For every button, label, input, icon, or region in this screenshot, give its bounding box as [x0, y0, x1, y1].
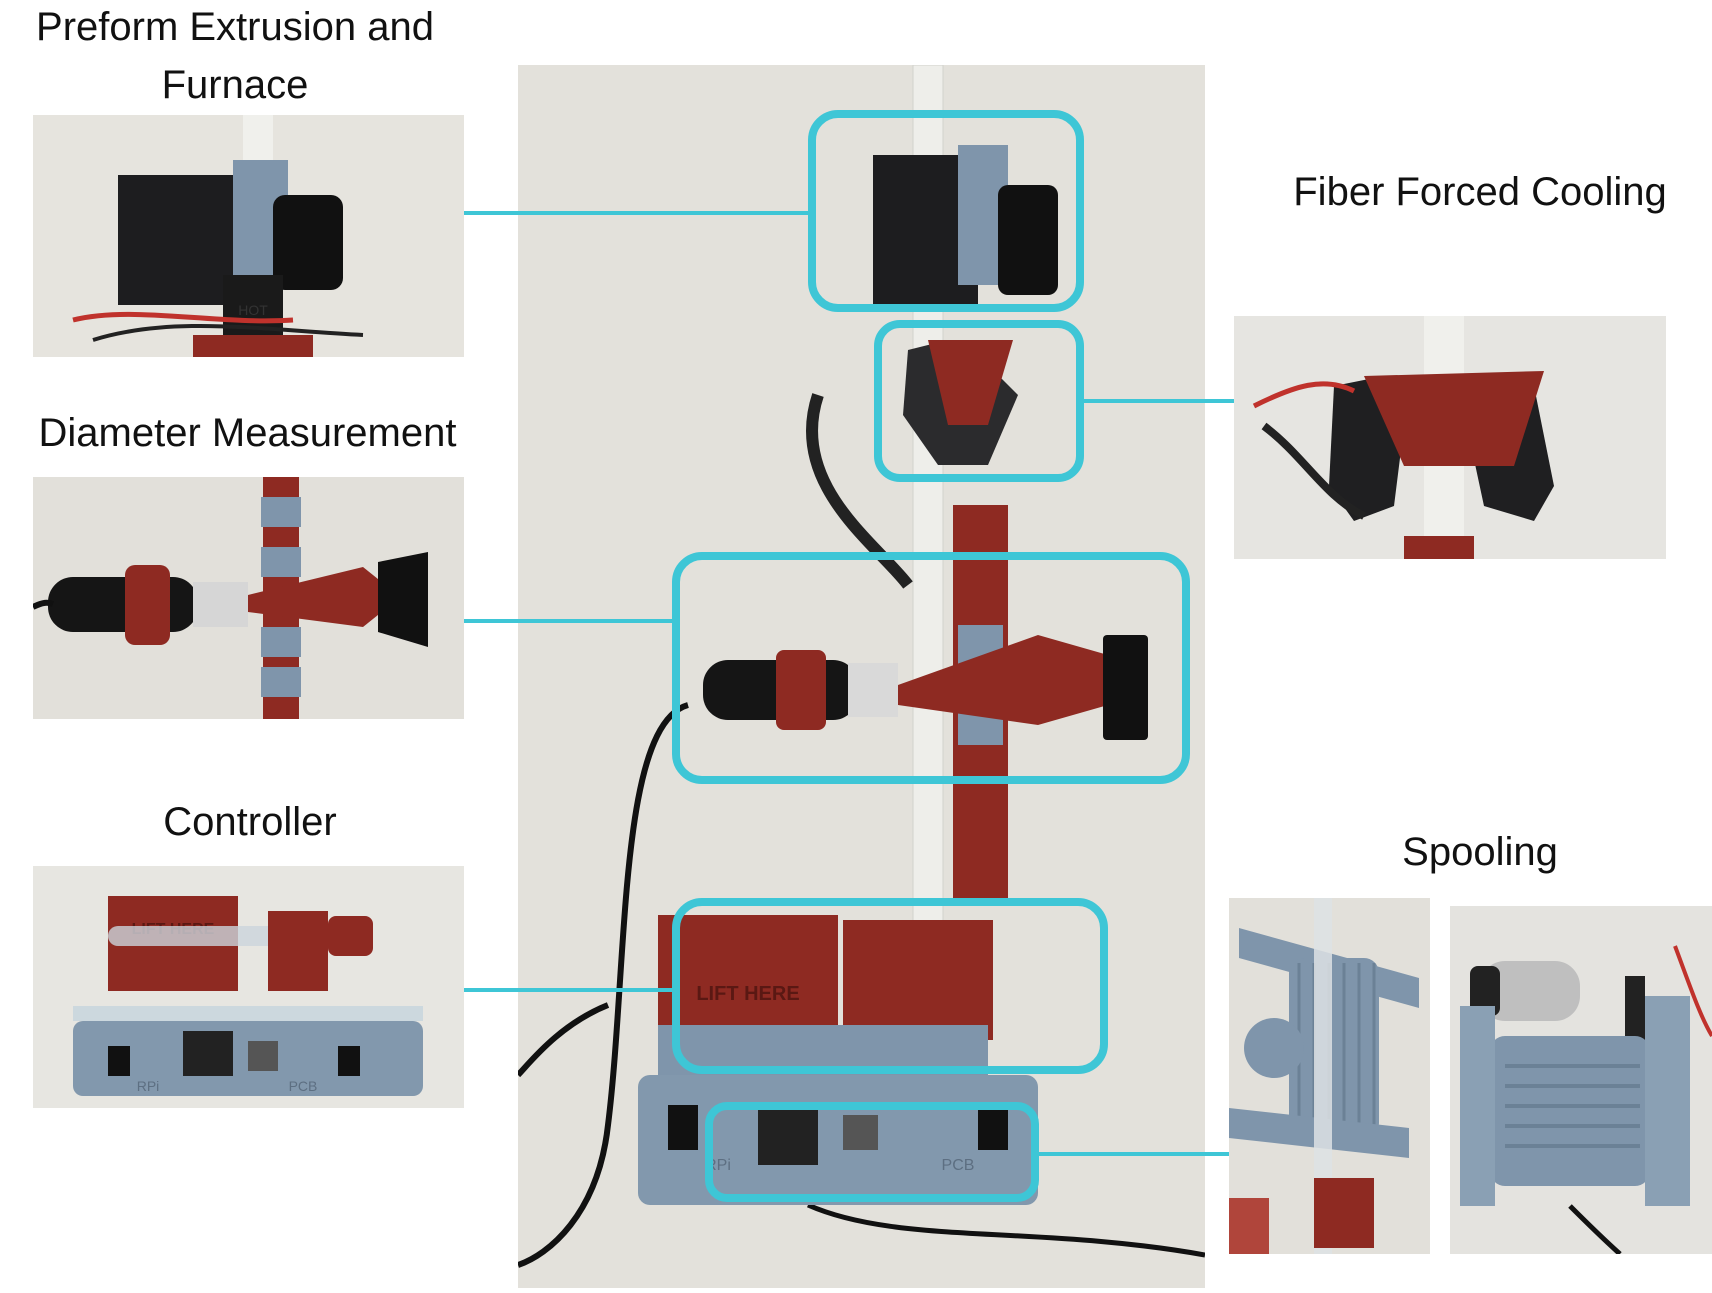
label-diameter-measurement: Diameter Measurement — [38, 411, 457, 455]
inset-photo-spooling-side — [1229, 898, 1430, 1254]
label-preform-extrusion-furnace: Preform Extrusion and Furnace — [36, 5, 434, 107]
callout-box-diameter — [672, 552, 1190, 784]
inset-photo-controller: LIFT HERE RPi PCB — [33, 866, 464, 1108]
callout-box-furnace — [808, 110, 1084, 312]
inset-photo-diameter — [33, 477, 464, 719]
label-spooling: Spooling — [1402, 830, 1558, 874]
leader-line-spooling — [1037, 1152, 1257, 1156]
diameter-illustration — [33, 477, 464, 719]
main-machine-photo: LIFT HERE RPi PCB — [518, 65, 1205, 1288]
svg-text:HOT: HOT — [238, 302, 268, 318]
cooling-illustration — [1234, 316, 1666, 559]
main-machine-illustration: LIFT HERE RPi PCB — [518, 65, 1205, 1288]
leader-line-furnace — [384, 211, 812, 215]
leader-line-cooling — [1082, 399, 1269, 403]
controller-illustration: LIFT HERE RPi PCB — [33, 866, 464, 1108]
lift-here-text: LIFT HERE — [696, 983, 799, 1005]
leader-line-diameter — [445, 619, 676, 623]
spooling-side-illustration — [1229, 898, 1430, 1254]
callout-box-cooling — [874, 320, 1084, 482]
furnace-illustration: HOT — [33, 115, 464, 357]
callout-box-controller — [672, 898, 1108, 1074]
spooling-front-illustration — [1450, 906, 1712, 1254]
callout-box-spooling — [705, 1102, 1039, 1202]
svg-text:RPi: RPi — [137, 1078, 160, 1094]
inset-photo-cooling — [1234, 316, 1666, 559]
inset-photo-furnace: HOT — [33, 115, 464, 357]
label-fiber-forced-cooling: Fiber Forced Cooling — [1293, 170, 1667, 214]
svg-text:PCB: PCB — [942, 1157, 975, 1174]
inset-photo-spooling-front — [1450, 906, 1712, 1254]
svg-text:PCB: PCB — [289, 1078, 318, 1094]
leader-line-controller — [418, 988, 676, 992]
label-controller: Controller — [163, 800, 337, 844]
